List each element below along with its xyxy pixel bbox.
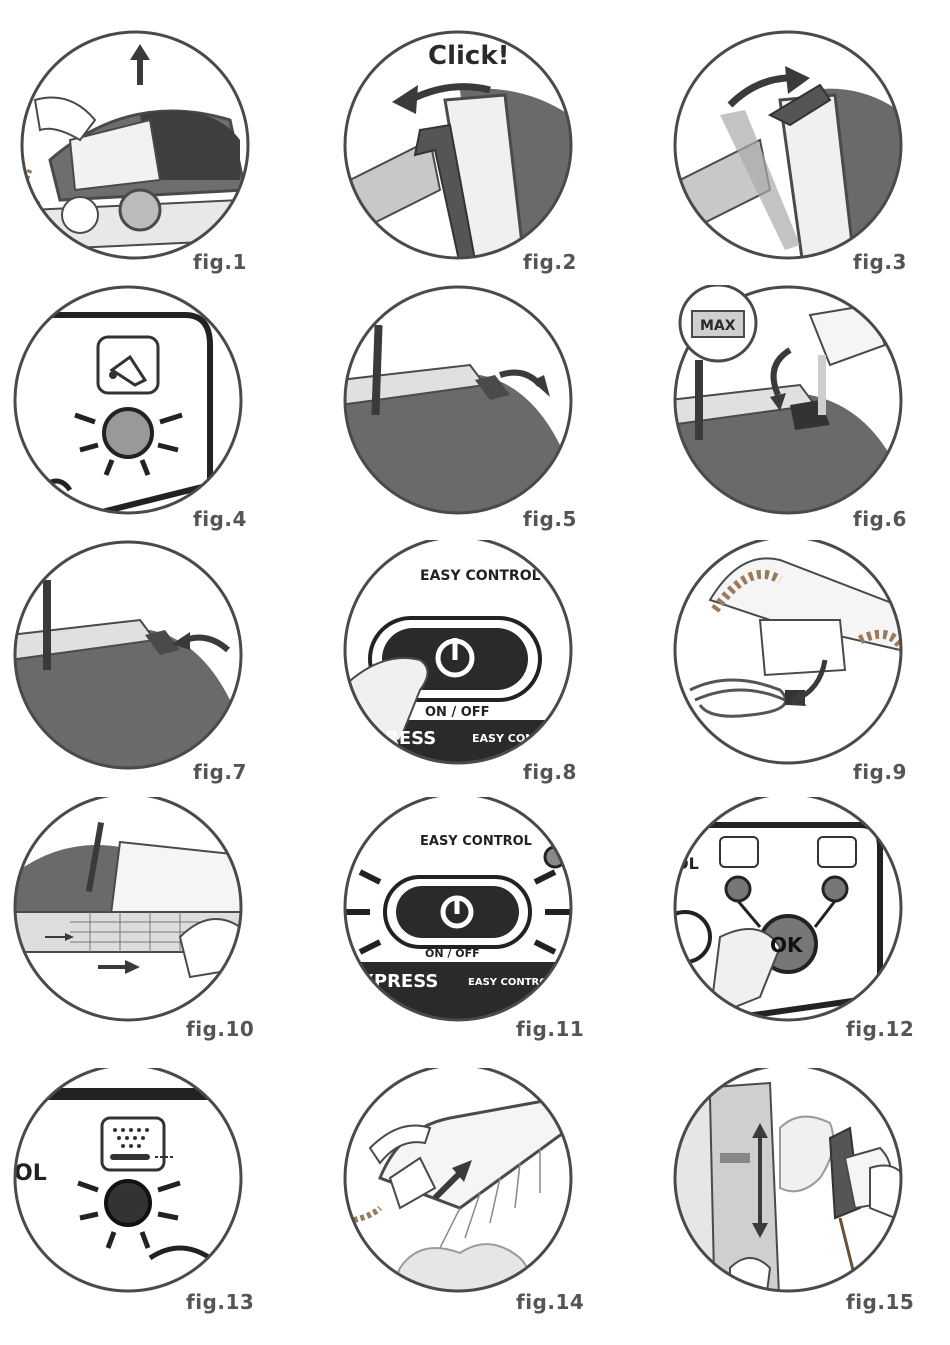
fig8-illustration: EASY CONTROL ON / OFF RESS EASY CONT	[340, 540, 640, 790]
fig11-button-label: ON / OFF	[425, 947, 480, 960]
fig10-illustration	[10, 797, 310, 1047]
fig3-caption: fig.3	[853, 250, 907, 274]
figure-7: fig.7	[10, 540, 310, 790]
fig1-illustration	[10, 30, 310, 280]
fig13-caption: fig.13	[186, 1290, 254, 1314]
fig8-button-label: ON / OFF	[425, 705, 490, 720]
steam-icon	[720, 837, 758, 867]
indicator-light-icon	[106, 1181, 150, 1225]
figure-1: fig.1	[10, 30, 310, 280]
fig11-footer-right: EASY CONTRO	[468, 977, 548, 988]
fig4-illustration	[10, 285, 310, 535]
fig13-illustration: OL	[10, 1068, 310, 1318]
fig5-caption: fig.5	[523, 507, 577, 531]
fig8-footer-left: RESS	[385, 728, 436, 749]
max-label: MAX	[700, 318, 736, 334]
fig12-illustration: OL OK	[670, 797, 950, 1047]
fig2-illustration: Click!	[340, 30, 640, 280]
figure-15: fig.15	[670, 1068, 950, 1318]
fig9-caption: fig.9	[853, 760, 907, 784]
figure-11: EASY CONTROL ON / OFF XPRESS EASY CONTRO…	[340, 797, 640, 1047]
fig13-edge-text: OL	[14, 1161, 47, 1186]
fig6-caption: fig.6	[853, 507, 907, 531]
fig14-caption: fig.14	[516, 1290, 584, 1314]
fig12-ok-label: OK	[770, 933, 804, 957]
figure-12: OL OK fig.12	[670, 797, 950, 1047]
figure-2: Click! fig.2	[340, 30, 640, 280]
fig10-caption: fig.10	[186, 1017, 254, 1041]
steam-icon	[102, 1118, 164, 1170]
fig7-caption: fig.7	[193, 760, 247, 784]
fig9-illustration	[670, 540, 950, 790]
figure-5: fig.5	[340, 285, 640, 535]
fig8-panel-title: EASY CONTROL	[420, 568, 541, 584]
figure-4: fig.4	[10, 285, 310, 535]
fig14-illustration	[340, 1068, 640, 1318]
fig3-illustration	[670, 30, 950, 280]
figure-10: fig.10	[10, 797, 310, 1047]
fig1-caption: fig.1	[193, 250, 247, 274]
figure-6: MAX fig.6	[670, 285, 950, 535]
fig4-caption: fig.4	[193, 507, 247, 531]
fig12-caption: fig.12	[846, 1017, 914, 1041]
fig5-illustration	[340, 285, 640, 535]
figure-8: EASY CONTROL ON / OFF RESS EASY CONT fig…	[340, 540, 640, 790]
fig15-illustration	[670, 1068, 950, 1318]
figure-13: OL fig.13	[10, 1068, 310, 1318]
fig6-illustration: MAX	[670, 285, 950, 535]
click-label: Click!	[428, 41, 509, 71]
fig11-caption: fig.11	[516, 1017, 584, 1041]
indicator-light-icon	[104, 409, 152, 457]
figure-14: fig.14	[340, 1068, 640, 1318]
fig7-illustration	[10, 540, 310, 790]
fig8-caption: fig.8	[523, 760, 577, 784]
figure-9: fig.9	[670, 540, 950, 790]
water-tank-icon	[98, 337, 158, 393]
fig11-panel-title: EASY CONTROL	[420, 834, 532, 849]
figure-3: fig.3	[670, 30, 950, 280]
fig2-caption: fig.2	[523, 250, 577, 274]
water-tank-icon	[818, 837, 856, 867]
fig11-illustration: EASY CONTROL ON / OFF XPRESS EASY CONTRO	[340, 797, 640, 1047]
fig15-caption: fig.15	[846, 1290, 914, 1314]
